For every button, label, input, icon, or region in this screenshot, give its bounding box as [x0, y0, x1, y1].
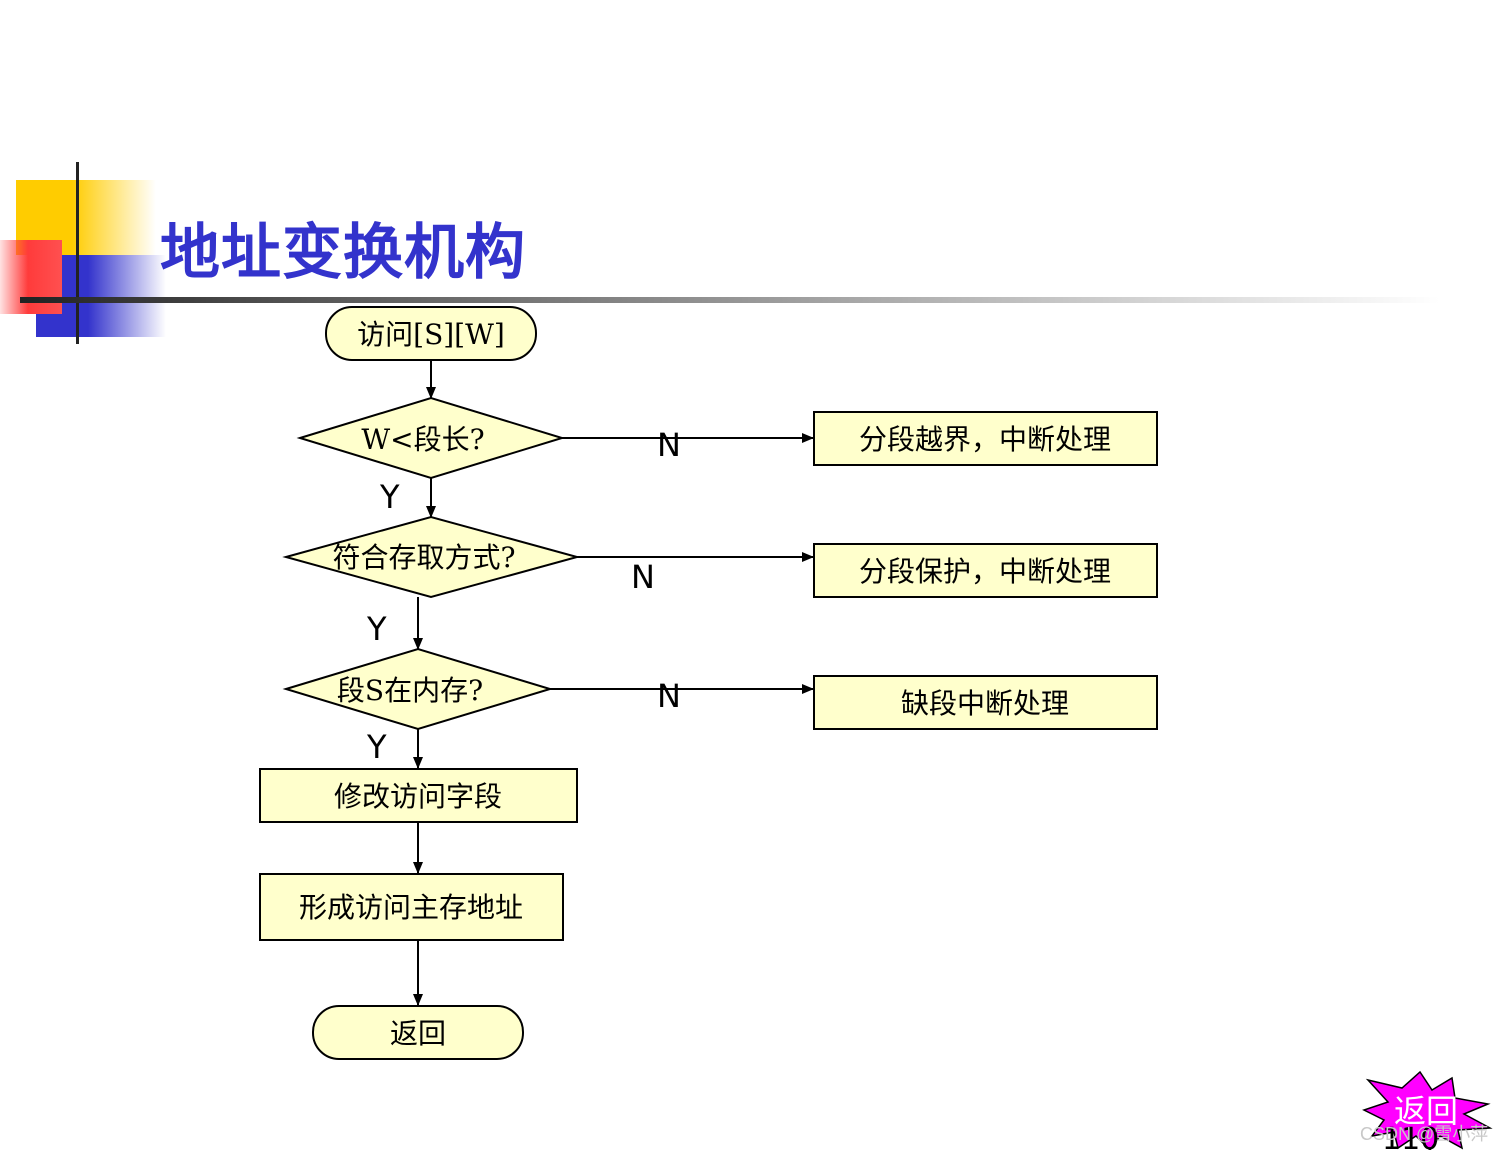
starburst-icon [1362, 1070, 1493, 1150]
decision-node-2 [282, 515, 581, 599]
process-node-2 [259, 873, 564, 941]
decision-node-3 [282, 647, 554, 731]
no-label-3: N [657, 677, 681, 715]
outcome-label-1: 分段越界，中断处理 [859, 423, 1111, 456]
no-label-2: N [631, 558, 655, 596]
yes-label-3: Y [366, 728, 387, 766]
title-underline [20, 297, 1440, 303]
start-label: 访问[S][W] [357, 318, 505, 351]
yes-label-2: Y [366, 610, 387, 648]
process-label-1: 修改访问字段 [334, 780, 502, 813]
process-label-2: 形成访问主存地址 [299, 891, 523, 924]
return-button-label: 返回 [1394, 1092, 1458, 1130]
decision-node-1 [296, 396, 566, 480]
process-node-1 [259, 768, 578, 823]
yes-label-1: Y [379, 478, 400, 516]
deco-vertical-line [76, 162, 79, 344]
outcome-node-1 [813, 411, 1158, 466]
decision-label-2: 符合存取方式? [332, 541, 515, 574]
return-button[interactable]: 返回 [1362, 1070, 1493, 1150]
end-node [312, 1005, 524, 1060]
outcome-label-2: 分段保护，中断处理 [859, 555, 1111, 588]
decision-label-3: 段S在内存? [337, 674, 483, 707]
start-node [325, 306, 537, 361]
page-title: 地址变换机构 [160, 218, 526, 288]
outcome-node-2 [813, 543, 1158, 598]
outcome-node-3 [813, 675, 1158, 730]
outcome-label-3: 缺段中断处理 [901, 687, 1069, 720]
watermark: CSDN @雪小萍 [1360, 1124, 1489, 1144]
no-label-1: N [657, 426, 681, 464]
end-label: 返回 [390, 1017, 446, 1050]
decision-label-1: W<段长? [361, 423, 484, 456]
